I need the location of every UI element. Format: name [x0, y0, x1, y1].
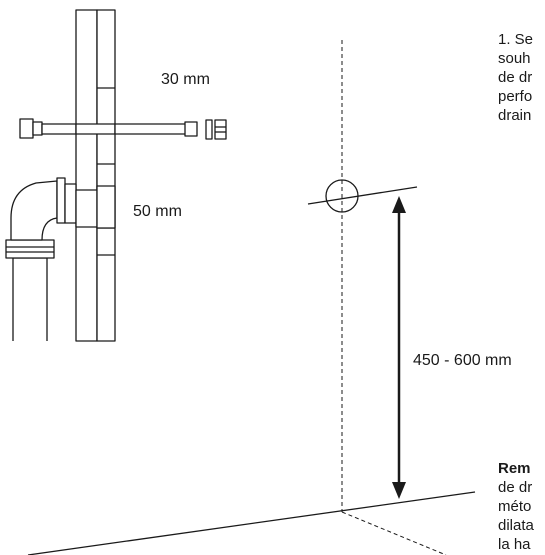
label-50mm: 50 mm	[133, 203, 182, 220]
step-text-line: 1. Se	[498, 31, 534, 48]
floor-line	[27, 491, 476, 555]
wall-panel	[75, 9, 116, 342]
pipe-30mm	[19, 118, 227, 140]
step-text-line: de dr	[498, 69, 533, 86]
step-text: 1. Se souh de dr perfo drain	[498, 30, 533, 125]
remark-text: Rem de dr méto dilata la ha	[498, 459, 534, 554]
step-text-line: perfo	[498, 88, 533, 105]
step-text-line: souh	[498, 50, 531, 67]
step-text-line: drain	[498, 107, 532, 124]
pipe-50mm-elbow	[5, 177, 116, 341]
arrow-down-head	[392, 482, 406, 499]
remark-line: la ha	[498, 536, 531, 553]
diagonal-guide-dashed	[341, 511, 447, 555]
remark-line: de dr	[498, 479, 533, 496]
remark-line: dilata	[498, 517, 534, 534]
label-30mm: 30 mm	[161, 71, 210, 88]
remark-line: méto	[498, 498, 532, 515]
arrow-up-head	[392, 196, 406, 213]
remark-title: Rem	[498, 460, 531, 477]
label-height-range: 450 - 600 mm	[413, 352, 512, 369]
upper-slope-line	[307, 186, 418, 205]
